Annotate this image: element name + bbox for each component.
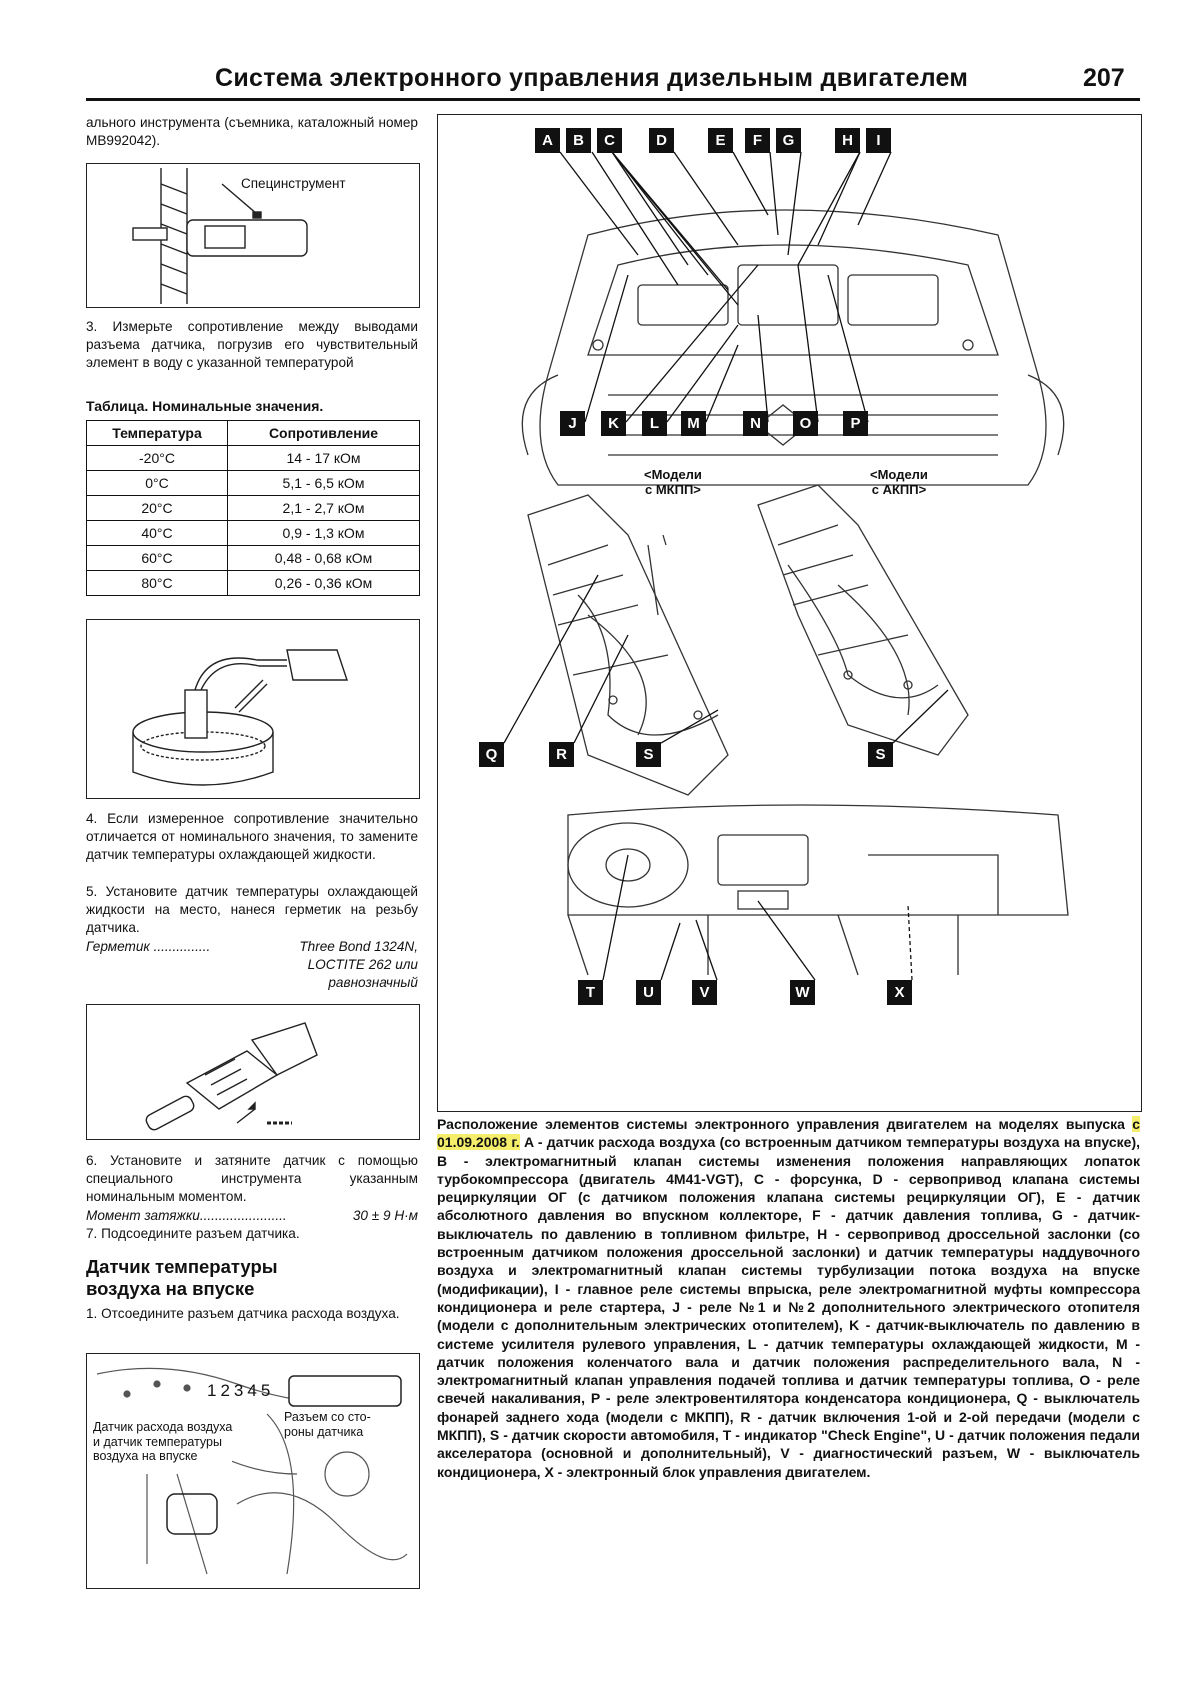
sensor-in-water-illustration (132, 649, 348, 786)
callout-label: M (681, 411, 706, 436)
sensor-label: Датчик расхода воздуха и датчик температ… (93, 1420, 233, 1464)
mkpp-note-line-1: <Модели (644, 467, 702, 482)
figure-sensor-install (86, 1004, 420, 1140)
step-1: 1. Отсоедините разъем датчика расхода во… (86, 1306, 400, 1321)
step-5: 5. Установите датчик температуры охлажда… (86, 884, 418, 935)
table-cell-temp: 80°C (86, 570, 228, 596)
figure-caption: Расположение элементов системы электронн… (437, 1115, 1140, 1481)
table-cell-temp: 0°C (86, 470, 228, 496)
table-cell-temp: 40°C (86, 520, 228, 546)
sealant-spec: Герметик ............... Three Bond 1324… (86, 938, 418, 956)
section-heading-line-2: воздуха на впуске (86, 1278, 255, 1299)
table-cell-resistance: 14 - 17 кОм (227, 445, 420, 471)
torque-label: Момент затяжки....................... (86, 1208, 287, 1223)
figure-sensor-in-water (86, 619, 420, 799)
special-tool-label: Специнструмент (241, 176, 346, 191)
callout-label: N (743, 411, 768, 436)
header-rule (86, 98, 1140, 101)
table-cell-temp: 20°C (86, 495, 228, 521)
page-number: 207 (1083, 64, 1125, 92)
callout-label: X (887, 980, 912, 1005)
callout-label: G (776, 128, 801, 153)
callout-label: R (549, 742, 574, 767)
callout-label: U (636, 980, 661, 1005)
callout-label: C (597, 128, 622, 153)
callout-label: I (866, 128, 891, 153)
callout-label: H (835, 128, 860, 153)
callout-label: L (642, 411, 667, 436)
section-heading-line-1: Датчик температуры (86, 1256, 278, 1277)
table-header-temp: Температура (86, 420, 228, 446)
mkpp-note-line-2: с МКПП> (645, 482, 701, 497)
callout-label: T (578, 980, 603, 1005)
special-tool-illustration (132, 168, 308, 304)
sensor-label-line-1: Датчик расхода воздуха (93, 1420, 233, 1434)
callout-label: B (566, 128, 591, 153)
table-cell-temp: -20°C (86, 445, 228, 471)
para-continuation: ального инструмента (съемника, каталожны… (86, 115, 418, 148)
caption-legend: A - датчик расхода воздуха (со встроенны… (437, 1134, 1140, 1480)
table-cell-resistance: 0,26 - 0,36 кОм (227, 570, 420, 596)
connector-label-line-2: роны датчика (284, 1425, 364, 1439)
table-cell-resistance: 0,48 - 0,68 кОм (227, 545, 420, 571)
step-3: 3. Измерьте сопротивление между выводами… (86, 319, 418, 370)
akpp-note-line-2: с АКПП> (871, 482, 927, 497)
connector-label-line-1: Разъем со сто- (284, 1410, 371, 1424)
figure-air-flow-sensor: 12345 Разъем со сто- роны датчика Датчик… (86, 1353, 420, 1589)
callout-label: O (793, 411, 818, 436)
step-4: 4. Если измеренное сопротивление значите… (86, 811, 418, 862)
callout-label: K (601, 411, 626, 436)
connector-label: Разъем со сто- роны датчика (284, 1410, 371, 1440)
page-header-title: Система электронного управления дизельны… (215, 64, 969, 92)
sensor-install-illustration (145, 1022, 318, 1131)
callout-label: S (868, 742, 893, 767)
sealant-value-2: LOCTITE 262 или (307, 957, 418, 972)
callout-label: V (692, 980, 717, 1005)
torque-value: 30 ± 9 Н·м (352, 1208, 418, 1223)
caption-intro: Расположение элементов системы электронн… (437, 1116, 1133, 1132)
callout-label: S (636, 742, 661, 767)
torque-spec: Момент затяжки....................... 30… (86, 1207, 418, 1225)
callout-label: J (560, 411, 585, 436)
table-cell-resistance: 2,1 - 2,7 кОм (227, 495, 420, 521)
sensor-label-line-2: и датчик температуры (93, 1434, 222, 1449)
mkpp-note: <Модели с МКПП> (644, 467, 702, 497)
table-title: Таблица. Номинальные значения. (86, 398, 324, 414)
callout-label: E (708, 128, 733, 153)
figure-special-tool: Специнструмент (86, 163, 420, 308)
step-6: 6. Установите и затяните датчик с помощь… (86, 1153, 418, 1204)
table-cell-resistance: 0,9 - 1,3 кОм (227, 520, 420, 546)
figure-component-locations: A B C D E F G H I J K L M N O P <Модели … (437, 114, 1142, 1112)
component-locations-illustration (503, 151, 1069, 981)
table-cell-resistance: 5,1 - 6,5 кОм (227, 470, 420, 496)
sealant-value-1: Three Bond 1324N, (299, 939, 418, 954)
step-7: 7. Подсоедините разъем датчика. (86, 1226, 300, 1241)
akpp-note-line-1: <Модели (870, 467, 928, 482)
table-header-row: Температура Сопротивление (86, 420, 420, 446)
connector-pin-numbers: 12345 (207, 1381, 275, 1400)
callout-label: A (535, 128, 560, 153)
table-header-resistance: Сопротивление (227, 420, 420, 446)
sensor-label-line-3: воздуха на впуске (93, 1449, 198, 1463)
callout-label: P (843, 411, 868, 436)
table-cell-temp: 60°C (86, 545, 228, 571)
callout-label: F (745, 128, 770, 153)
akpp-note: <Модели с АКПП> (870, 467, 928, 497)
callout-label: W (790, 980, 815, 1005)
sealant-value-3: равнозначный (328, 975, 418, 990)
callout-label: Q (479, 742, 504, 767)
callout-label: D (649, 128, 674, 153)
sealant-label: Герметик ............... (86, 939, 211, 954)
